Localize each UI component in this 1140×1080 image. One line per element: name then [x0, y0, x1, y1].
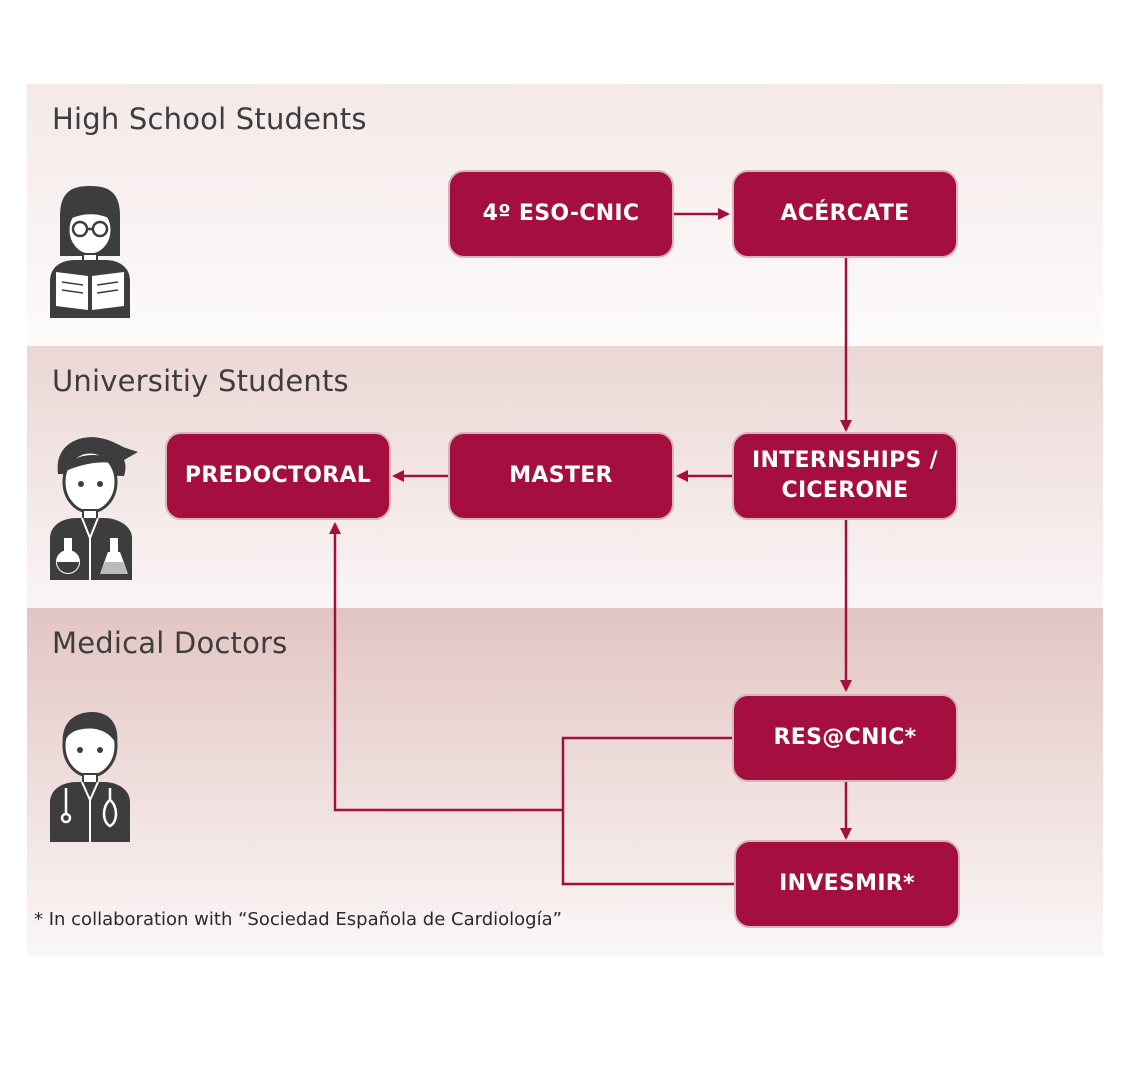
band-title-medical-doctors: Medical Doctors	[52, 626, 288, 660]
doctor-icon	[50, 712, 130, 842]
node-rescnic: RES@CNIC*	[732, 694, 958, 782]
connector-rescnic-branch	[561, 736, 734, 886]
reading-student-icon	[50, 186, 130, 318]
node-master: MASTER	[448, 432, 674, 520]
lab-student-icon	[50, 437, 138, 580]
node-acercate: ACÉRCATE	[732, 170, 958, 258]
band-title-university: Universitiy Students	[52, 364, 349, 398]
node-4-eso-cnic: 4º ESO-CNIC	[448, 170, 674, 258]
node-invesmir: INVESMIR*	[734, 840, 960, 928]
footnote: * In collaboration with “Sociedad Españo…	[34, 909, 562, 930]
node-predoctoral: PREDOCTORAL	[165, 432, 391, 520]
arrow-doctors-to-predoctoral	[329, 522, 563, 812]
node-internships-cicerone: INTERNSHIPS / CICERONE	[732, 432, 958, 520]
band-title-high-school: High School Students	[52, 102, 367, 136]
